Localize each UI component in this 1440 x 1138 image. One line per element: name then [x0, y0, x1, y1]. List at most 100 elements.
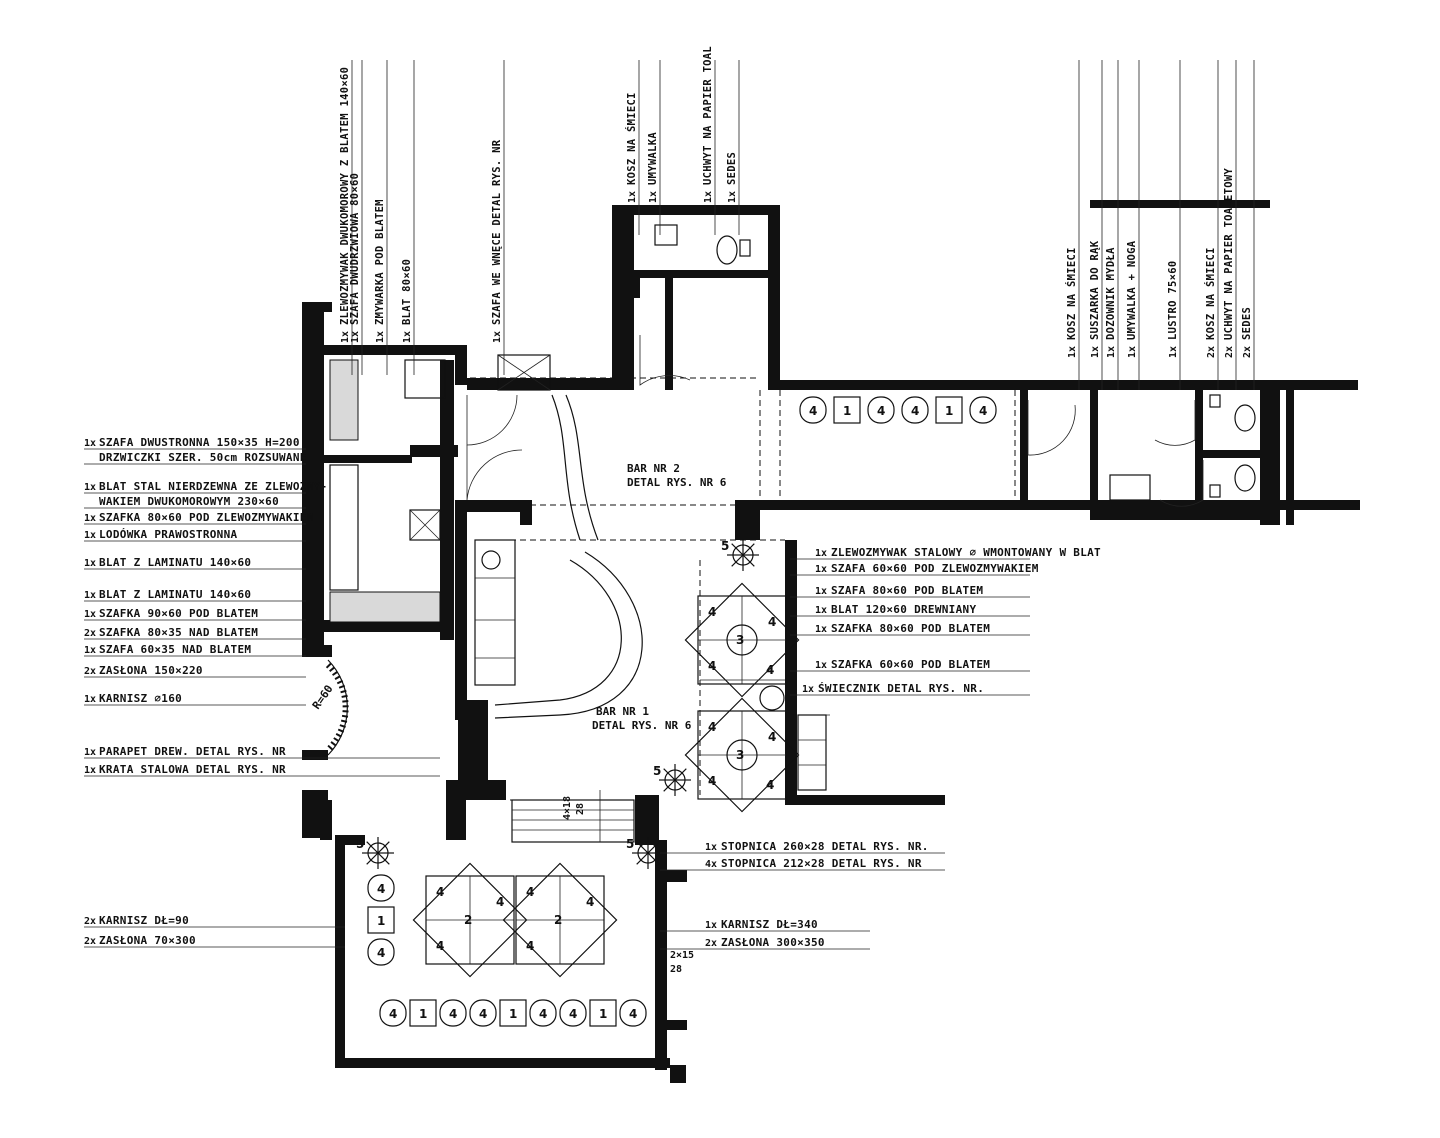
bench-seat: 1: [589, 999, 617, 1027]
left-label-qty: 1x: [84, 513, 96, 524]
left-label-qty: 1x: [84, 438, 96, 449]
seat-number: 4: [768, 730, 776, 744]
right-label-qty: 1x: [705, 842, 717, 853]
bar-1-detail: DETAL RYS. NR 6: [592, 719, 692, 732]
left-label-qty: 1x: [84, 694, 96, 705]
right-label-text: SZAFKA 80×60 POD BLATEM: [831, 622, 990, 635]
bench-seat: 4: [439, 999, 467, 1027]
step-right-count: 2×15: [670, 950, 694, 961]
left-label-text: KARNISZ DŁ=90: [99, 914, 189, 927]
seat-number: 4: [586, 895, 594, 909]
seat-number: 4: [539, 1007, 547, 1021]
bench-seat: 4: [901, 396, 929, 424]
left-label-text: ZASŁONA 70×300: [99, 934, 196, 947]
top-label-text: UMYWALKA: [647, 132, 659, 185]
seat-number: 4: [377, 882, 385, 896]
right-label-text: ŚWIECZNIK DETAL RYS. NR.: [818, 682, 984, 695]
bench-seat: 4: [367, 938, 395, 966]
seat-number: 4: [766, 663, 774, 677]
candle-number: 5: [721, 539, 729, 553]
bench-seat: 4: [867, 396, 895, 424]
left-label-text: BLAT Z LAMINATU 140×60: [99, 588, 251, 601]
bench-seat: 1: [833, 396, 861, 424]
top-label-text: SZAFA WE WNĘCE DETAL RYS. NR: [491, 139, 503, 325]
right-label-text: ZLEWOZMYWAK STALOWY ∅ WMONTOWANY W BLAT: [831, 546, 1101, 559]
bench-seat: 4: [379, 999, 407, 1027]
top-label-qty: 1x: [1168, 346, 1179, 358]
bench-seat: 1: [499, 999, 527, 1027]
seat-number: 4: [708, 774, 716, 788]
top-label-text: UCHWYT NA PAPIER TOAL: [702, 46, 714, 185]
seat-number: 4: [479, 1007, 487, 1021]
left-label-text: SZAFA 60×35 NAD BLATEM: [99, 643, 251, 656]
stairs-depth: 28: [575, 803, 586, 815]
left-label-qty: 2x: [84, 916, 96, 927]
right-label-qty: 1x: [802, 684, 814, 695]
seat-number: 4: [526, 885, 534, 899]
right-label-text: STOPNICA 260×28 DETAL RYS. NR.: [721, 840, 929, 853]
top-label-text: UMYWALKA + NOGA: [1126, 240, 1138, 340]
top-label-text: SEDES: [726, 152, 738, 185]
right-label-qty: 1x: [815, 624, 827, 635]
bar-2-title: BAR NR 2: [627, 462, 680, 475]
left-label-text: ZASŁONA 150×220: [99, 664, 203, 677]
left-label-text: BLAT STAL NIERDZEWNA ZE ZLEWOZMY-: [99, 480, 327, 493]
top-label-qty: 1x: [492, 331, 503, 343]
left-label-qty: 1x: [84, 747, 96, 758]
seat-number: 4: [496, 895, 504, 909]
top-label-qty: 1x: [402, 331, 413, 343]
top-label-text: UCHWYT NA PAPIER TOALETOWY: [1223, 167, 1235, 340]
candle-holders: 5 5 5 5: [356, 539, 759, 869]
top-label-text: DOZOWNIK MYDŁA: [1105, 247, 1117, 340]
seat-number: 1: [945, 404, 953, 418]
top-label-qty: 2x: [1242, 346, 1253, 358]
top-label-text: BLAT 80×60: [401, 259, 413, 325]
bars: BAR NR 2 DETAL RYS. NR 6 BAR NR 1 DETAL …: [474, 394, 727, 732]
right-label-text: ZASŁONA 300×350: [721, 936, 825, 949]
seat-number: 4: [911, 404, 919, 418]
bench-seat: 4: [529, 999, 557, 1027]
left-label-text: KRATA STALOWA DETAL RYS. NR: [99, 763, 286, 776]
top-label-text: SZAFA DWUDRZWIOWA 80×60: [349, 173, 361, 325]
bar-1-title: BAR NR 1: [596, 705, 649, 718]
candle-number: 5: [356, 837, 364, 851]
left-label-qty: 1x: [84, 590, 96, 601]
top-label-qty: 1x: [648, 191, 659, 203]
candle-holder: 5: [626, 837, 664, 869]
bench-seat: 4: [969, 396, 997, 424]
top-label-text: SUSZARKA DO RĄK: [1089, 240, 1101, 340]
top-label-text: ZMYWARKA POD BLATEM: [374, 199, 386, 325]
left-label-qty: 2x: [84, 628, 96, 639]
right-label-qty: 2x: [705, 938, 717, 949]
left-label-text: LODÓWKA PRAWOSTRONNA: [99, 528, 238, 541]
kitchen-fixtures: [329, 354, 551, 623]
top-label-text: LUSTRO 75×60: [1167, 261, 1179, 340]
top-label-text: SEDES: [1241, 307, 1253, 340]
left-label-qty: 1x: [84, 609, 96, 620]
walls: [302, 200, 1360, 1083]
left-label-qty: 1x: [84, 482, 96, 493]
top-label-qty: 2x: [1206, 346, 1217, 358]
candle-holder: 5: [653, 764, 691, 796]
seat-number: 4: [569, 1007, 577, 1021]
stairs: 4×18 28 2×15 28: [511, 714, 830, 975]
top-label-qty: 1x: [1090, 346, 1101, 358]
seat-number: 3: [736, 748, 744, 762]
top-label-text: KOSZ NA ŚMIECI: [625, 92, 638, 185]
right-label-text: SZAFA 80×60 POD BLATEM: [831, 584, 983, 597]
left-label-qty: 2x: [84, 666, 96, 677]
left-label-text: WAKIEM DWUKOMOROWYM 230×60: [99, 495, 279, 508]
right-label-qty: 1x: [815, 548, 827, 559]
bench-seat: 1: [935, 396, 963, 424]
right-label-text: KARNISZ DŁ=340: [721, 918, 818, 931]
left-label-text: SZAFKA 80×60 POD ZLEWOZMYWAKIEM: [99, 511, 314, 524]
left-label-text: DRZWICZKI SZER. 50cm ROZSUWANE: [99, 451, 307, 464]
right-label-text: BLAT 120×60 DREWNIANY: [831, 603, 976, 616]
seat-number: 4: [979, 404, 987, 418]
left-label-qty: 1x: [84, 558, 96, 569]
